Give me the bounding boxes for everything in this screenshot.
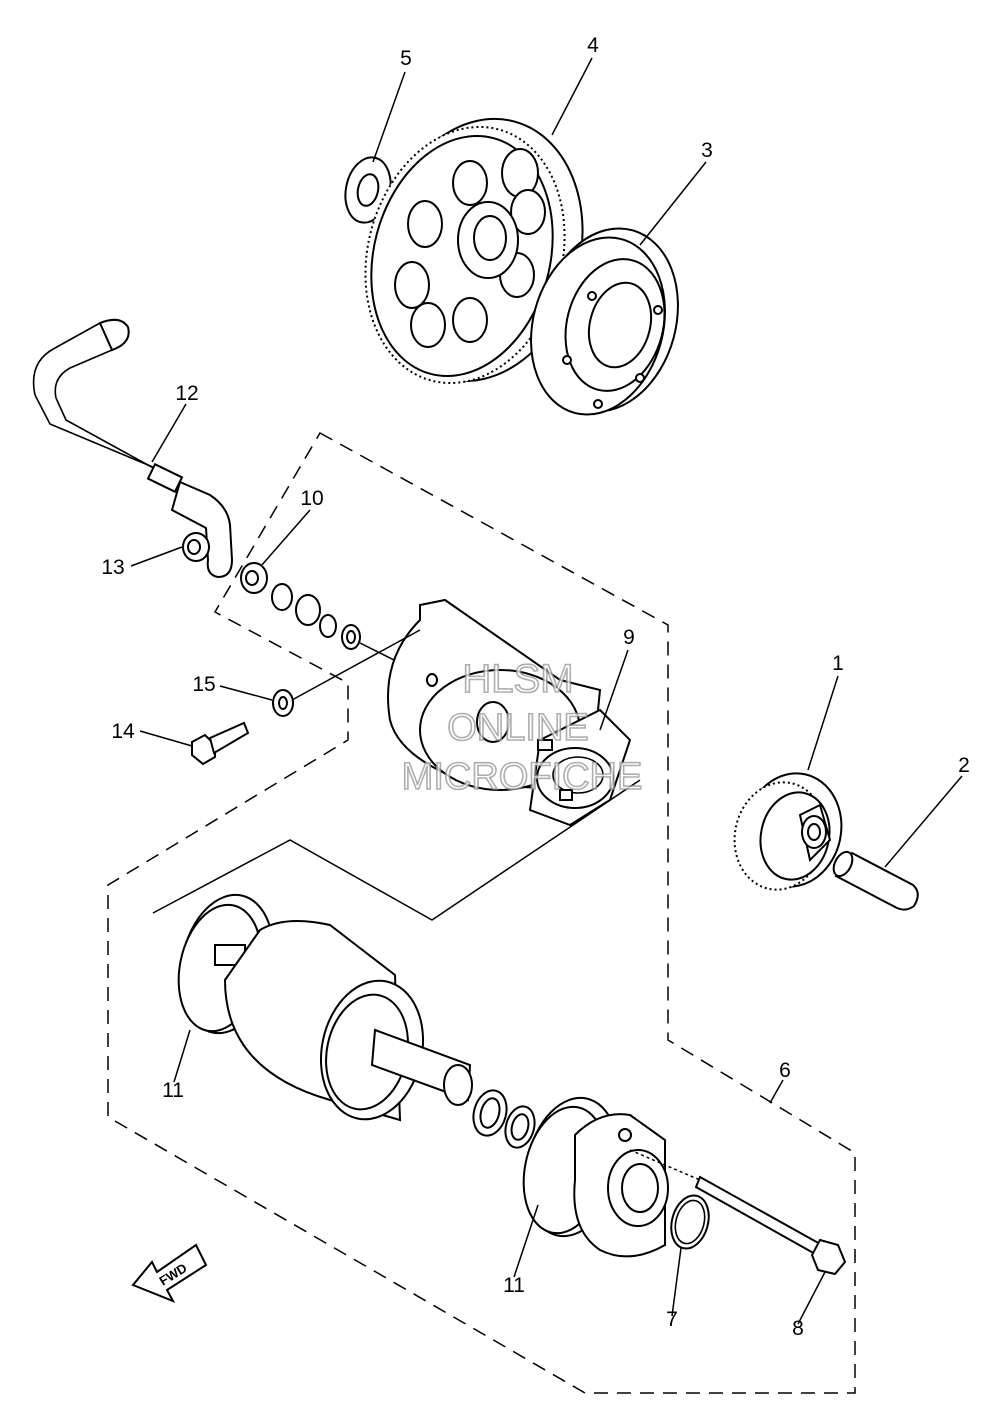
callout-9[interactable]: 9: [623, 626, 635, 649]
part-7-o-ring[interactable]: [666, 1191, 715, 1252]
part-10-terminal-nut-set[interactable]: [240, 562, 431, 679]
callout-6[interactable]: 6: [779, 1059, 791, 1082]
watermark-line-1: HLSM: [462, 657, 573, 701]
watermark-line-3: MICROFICHE: [402, 756, 643, 798]
brush-plate-outline: [152, 779, 641, 921]
callout-8[interactable]: 8: [792, 1317, 804, 1340]
callout-2[interactable]: 2: [958, 754, 970, 777]
part-8-through-bolt[interactable]: [629, 1149, 847, 1276]
callout-4[interactable]: 4: [587, 34, 599, 57]
part-4-starter-wheel-gear[interactable]: [338, 96, 611, 406]
callout-14[interactable]: 14: [111, 720, 135, 743]
callout-15[interactable]: 15: [192, 673, 215, 696]
part-14-bolt[interactable]: [191, 721, 250, 766]
oil-seal-rings[interactable]: [469, 1087, 539, 1151]
callout-5[interactable]: 5: [400, 47, 412, 70]
watermark: HLSM ONLINE MICROFICHE: [401, 656, 643, 799]
part-2-idler-shaft[interactable]: [830, 849, 919, 911]
part-15-washer[interactable]: [272, 629, 421, 717]
callout-1[interactable]: 1: [832, 652, 844, 675]
callout-7[interactable]: 7: [666, 1308, 678, 1331]
callout-12[interactable]: 12: [175, 382, 198, 405]
leader-lines: [130, 57, 963, 1325]
watermark-line-2: ONLINE: [447, 707, 588, 749]
callout-11-armature[interactable]: 11: [162, 1079, 184, 1102]
part-12-starter-cable[interactable]: [32, 318, 234, 579]
starter-assembly-dashed-outline: [107, 431, 856, 1394]
callout-labels: 1 2 3 4 5 6 7 8 9 10 11 11 12 13 14 15: [101, 34, 970, 1340]
part-1-idler-gear[interactable]: [725, 764, 852, 898]
part-5-washer[interactable]: [340, 153, 397, 227]
part-9-brush-holder[interactable]: [528, 708, 632, 827]
forward-arrow-icon: FWD: [131, 1243, 208, 1303]
armature-assembly[interactable]: [168, 886, 473, 1129]
callout-3[interactable]: 3: [701, 139, 713, 162]
part-3-starter-clutch[interactable]: [512, 213, 698, 430]
callout-13[interactable]: 13: [101, 556, 124, 579]
front-cover-assembly[interactable]: [513, 1089, 669, 1258]
part-13-nut[interactable]: [182, 532, 210, 562]
callout-11-front[interactable]: 11: [503, 1274, 525, 1297]
callout-10[interactable]: 10: [300, 487, 323, 510]
